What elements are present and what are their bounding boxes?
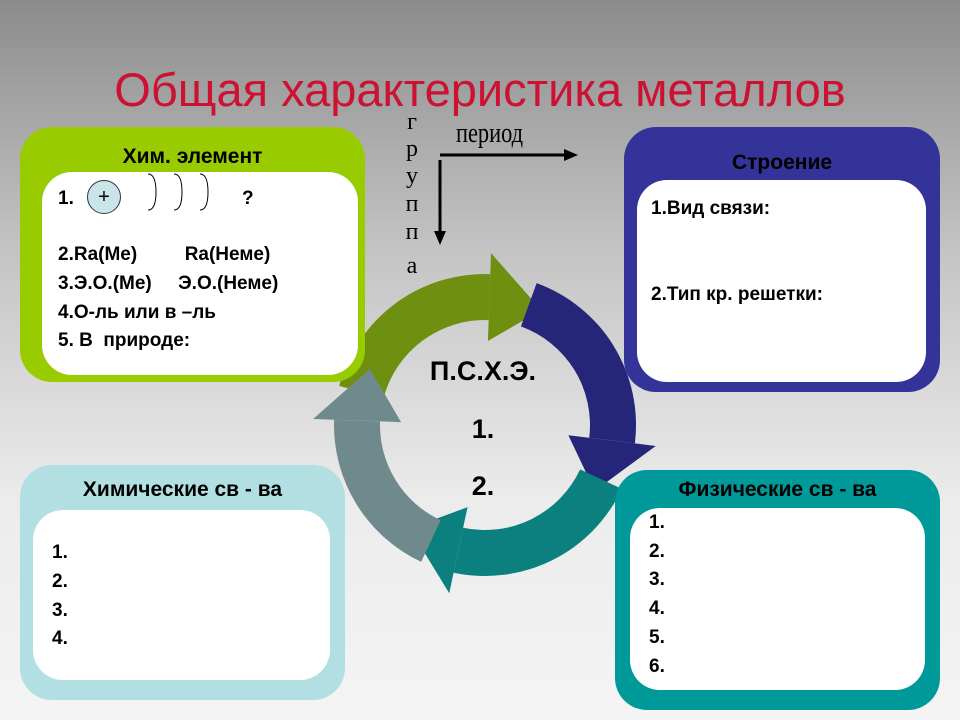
text-line: 5. <box>649 627 665 648</box>
group-arrowhead <box>434 231 446 245</box>
text-line: 6. <box>649 656 665 677</box>
unknown-mark: ? <box>242 188 254 209</box>
period-arrowhead <box>564 149 578 161</box>
structure-panel: Строение 1.Вид связи: 2.Тип кр. решетки: <box>624 127 940 392</box>
text-line: 4. <box>649 598 665 619</box>
center-item: 1. <box>471 414 495 444</box>
text-line: 2. <box>649 541 665 562</box>
text-line: 1. <box>649 512 665 533</box>
text-line: 3. <box>649 569 665 590</box>
text-line: 1. <box>52 542 68 563</box>
group-letter: а <box>406 253 418 279</box>
text-line: 3. <box>52 600 68 621</box>
period-label: период <box>456 118 524 149</box>
group-letter: р <box>406 136 418 162</box>
physical-properties-header: Физические св - ва <box>678 478 877 501</box>
center-label: П.С.Х.Э. <box>429 356 537 386</box>
gray-arrow-head <box>313 368 402 423</box>
gray-arrow-body <box>333 419 441 562</box>
physical-properties-panel: Физические св - ва 1. 2. 3. 4. 5. 6. <box>615 470 940 710</box>
text-line: 1.Вид связи: <box>651 198 771 219</box>
chem-element-panel: Хим. элемент 1. + ? 2.Ra(Me) Ra(Неме) 3.… <box>20 127 365 382</box>
electron-shells-icon <box>147 173 209 211</box>
teal-arrow-body <box>453 469 622 576</box>
text-line: 2. <box>52 571 68 592</box>
slide-title: Общая характеристика металлов <box>114 63 846 116</box>
line-number: 1. <box>58 188 74 209</box>
text-line: 2.Ra(Me) Ra(Неме) <box>58 244 271 265</box>
chem-element-header: Хим. элемент <box>122 145 263 168</box>
navy-arrow-body <box>520 283 636 444</box>
group-letter: п <box>405 191 419 217</box>
text-line: 2.Тип кр. решетки: <box>651 284 823 305</box>
green-arrow-head <box>487 253 542 342</box>
green-arrow-body <box>339 273 491 398</box>
text-line: 5. В природе: <box>58 330 191 351</box>
chemical-properties-header: Химические св - ва <box>82 478 283 501</box>
text-line: 3.Э.О.(Ме) Э.О.(Неме) <box>58 273 279 294</box>
atom-nucleus-icon: + <box>87 180 121 214</box>
structure-header: Строение <box>731 151 833 174</box>
group-letter: п <box>405 219 419 245</box>
text-line: 4.О-ль или в –ль <box>58 302 216 323</box>
chemical-properties-panel: Химические св - ва 1. 2. 3. 4. <box>20 465 345 700</box>
group-letter: у <box>406 163 418 189</box>
group-letter: г <box>407 109 417 135</box>
center-item: 2. <box>471 471 495 501</box>
text-line: 4. <box>52 628 68 649</box>
